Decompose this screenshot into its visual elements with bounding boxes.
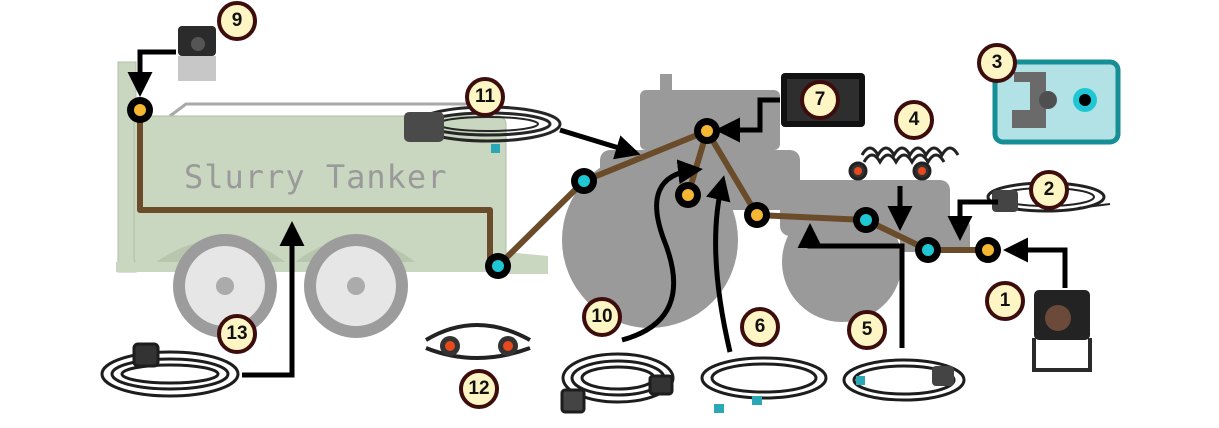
callout-7: 7 [800,80,840,120]
bracket-inset-3 [992,59,1121,145]
node-cable-11 [571,168,597,194]
connection-nodes [127,97,1001,279]
slurry-tanker [116,61,548,338]
callout-1: 1 [985,281,1025,321]
callout-4: 4 [894,100,934,140]
callout-9: 9 [217,1,257,41]
callout-10: 10 [582,297,622,337]
cable-13 [100,342,240,398]
cable-10 [560,352,675,414]
callout-13: 13 [217,314,257,354]
node-display-7 [694,118,720,144]
node-tanker-hitch [485,253,511,279]
connection-arrows [127,49,1068,378]
callout-2: 2 [1029,170,1069,210]
camera-1 [1032,290,1092,372]
node-camera-9 [127,97,153,123]
node-cable-4 [915,237,941,263]
node-cable-10 [675,182,701,208]
cable-6 [700,356,828,413]
camera-9 [178,26,216,81]
callout-12: 12 [459,369,499,409]
callout-6: 6 [740,307,780,347]
callout-3: 3 [977,43,1017,83]
cable-12 [424,323,531,360]
trailer-label: Slurry Tanker [184,158,448,196]
callout-5: 5 [847,310,887,350]
cable-5 [842,358,966,402]
node-camera-1 [975,237,1001,263]
node-cable-6 [744,202,770,228]
callout-11: 11 [465,77,505,117]
node-cable-5 [853,207,879,233]
coiled-cable-4 [848,146,960,181]
